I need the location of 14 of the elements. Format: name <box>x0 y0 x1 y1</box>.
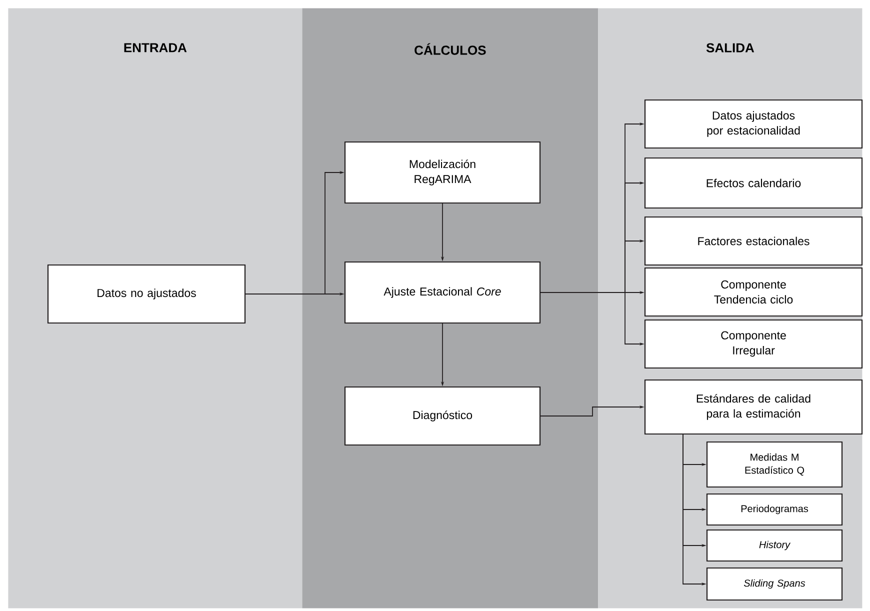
output-box: Estándares de calidad para la estimación <box>644 379 863 435</box>
output-box: Medidas M Estadístico Q <box>706 441 843 488</box>
output-box: Datos ajustados por estacionalidad <box>644 99 863 149</box>
output-box: Sliding Spans <box>706 567 843 601</box>
output-box: Componente Tendencia ciclo <box>644 267 863 317</box>
process-box: Ajuste Estacional Core <box>344 261 541 324</box>
process-box: Modelización RegARIMA <box>344 141 541 204</box>
output-box: Componente Irregular <box>644 319 863 369</box>
output-box: Periodogramas <box>706 493 843 526</box>
process-box: Diagnóstico <box>344 386 541 446</box>
output-box: Efectos calendario <box>644 157 863 209</box>
output-box: Factores estacionales <box>644 216 863 266</box>
output-box: History <box>706 529 843 562</box>
input-box: Datos no ajustados <box>47 264 246 324</box>
